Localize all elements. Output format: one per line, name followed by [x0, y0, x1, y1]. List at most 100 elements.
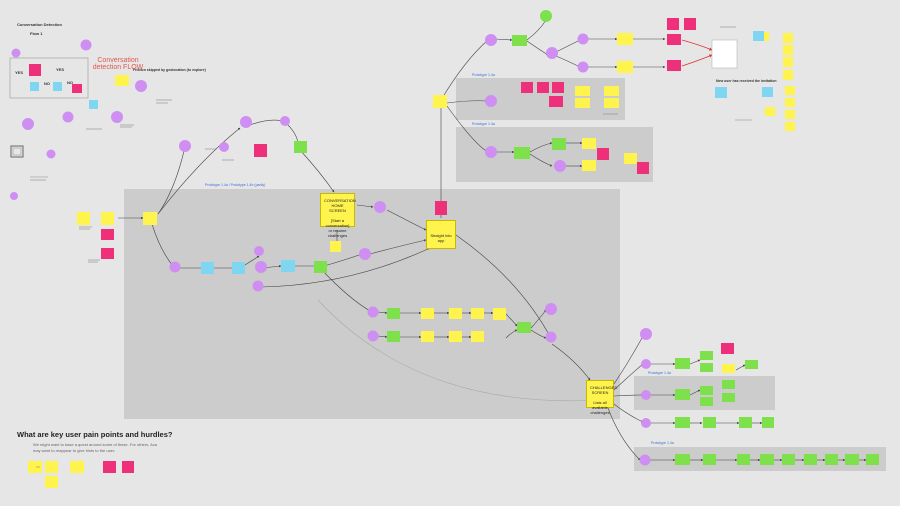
pink-note [721, 343, 734, 354]
friction-title: Friction skipped by geolocation (to expl… [133, 68, 206, 72]
yellow-note [143, 212, 157, 225]
frame-label-right-2: Prototype 1.4a [651, 441, 674, 445]
purple-node [577, 61, 589, 73]
document-thumbnail [711, 39, 738, 69]
purple-node [554, 160, 566, 172]
yellow-note [45, 461, 58, 473]
purple-node [639, 454, 651, 466]
blue-note [762, 87, 773, 97]
frame-tl-sketch [9, 57, 89, 99]
green-note [760, 454, 774, 465]
green-note [700, 351, 713, 360]
new-user-note: New user has received the invitation [716, 79, 777, 83]
green-note [703, 417, 716, 428]
decision-yes-2: YES [56, 67, 65, 72]
pink-note [667, 60, 681, 71]
frame-main [124, 189, 620, 419]
green-note [845, 454, 859, 465]
yellow-note [785, 122, 795, 131]
yellow-note [471, 308, 484, 319]
decision-no-2: NO [67, 80, 73, 85]
green-note [314, 261, 327, 273]
blue-note [753, 31, 764, 41]
challenges-screen-card: CHALLENGES SCREEN Lists all available ch… [586, 380, 617, 415]
purple-node [545, 331, 557, 343]
yellow-note [617, 61, 633, 73]
sketch-box [10, 145, 24, 158]
straight-into-app-card: Straight into app [426, 220, 456, 249]
yellow-note [783, 45, 793, 55]
purple-node [577, 33, 589, 45]
yellow-note [785, 98, 795, 107]
pink-note [103, 461, 116, 473]
frame-label-right-1: Prototype 1.4a [648, 371, 671, 375]
purple-node [252, 280, 264, 292]
blue-notes [30, 31, 773, 274]
pain-points-heading: What are key user pain points and hurdle… [17, 430, 173, 439]
blue-note [715, 87, 727, 98]
purple-node [641, 390, 651, 400]
red-connectors [681, 39, 713, 67]
green-note [825, 454, 838, 465]
green-note [782, 454, 795, 465]
green-note [737, 454, 750, 465]
green-note [722, 393, 735, 402]
purple-node [367, 330, 379, 342]
blue-note [89, 100, 98, 109]
yellow-note [575, 86, 590, 96]
green-note [675, 389, 690, 400]
purple-node [11, 48, 21, 58]
purple-node [374, 201, 386, 213]
green-note [294, 141, 307, 153]
green-note [552, 138, 566, 150]
yellow-note [604, 86, 619, 96]
pink-note [101, 229, 114, 240]
green-note [722, 380, 735, 389]
green-note [700, 386, 713, 395]
purple-nodes [10, 33, 652, 466]
purple-node [135, 80, 147, 92]
decision-no-1: NO [44, 81, 50, 86]
green-note [804, 454, 817, 465]
yellow-note [433, 95, 447, 108]
yellow-note [449, 331, 462, 342]
yellow-note [722, 364, 735, 373]
pink-note [537, 82, 549, 93]
green-note [700, 363, 713, 372]
purple-node [640, 328, 652, 340]
green-note [762, 417, 774, 428]
green-note [739, 417, 752, 428]
yellow-note [70, 461, 84, 473]
pink-note [552, 82, 564, 93]
connectors [118, 19, 867, 462]
blue-note [201, 262, 214, 274]
conversation-home-card: CONVERSATION HOME SCREEN [Start a conver… [320, 193, 356, 238]
frame-label-main: Prototype 1.4a / Prototype 1.4b (partly) [205, 183, 266, 187]
pink-note [684, 18, 696, 30]
flow-label: Flow 1 [30, 31, 43, 36]
green-note [866, 454, 879, 465]
purple-node [546, 47, 558, 59]
green-note [675, 358, 690, 369]
green-note [745, 360, 758, 369]
yellow-note [115, 75, 129, 86]
purple-node [485, 146, 497, 158]
yellow-note [765, 107, 775, 116]
yellow-note [77, 212, 90, 225]
pink-note [521, 82, 533, 93]
purple-node [22, 118, 34, 130]
pink-note [254, 144, 267, 157]
purple-node [179, 140, 191, 152]
green-note [387, 308, 400, 319]
green-note [517, 322, 531, 333]
green-note [675, 454, 690, 465]
flow-board [12, 147, 22, 156]
green-note [540, 10, 552, 22]
pink-note [597, 148, 609, 160]
yellow-note [617, 33, 633, 45]
yellow-note [575, 98, 590, 108]
pink-note [637, 162, 649, 174]
yellow-note [785, 86, 795, 95]
purple-node [485, 95, 497, 107]
